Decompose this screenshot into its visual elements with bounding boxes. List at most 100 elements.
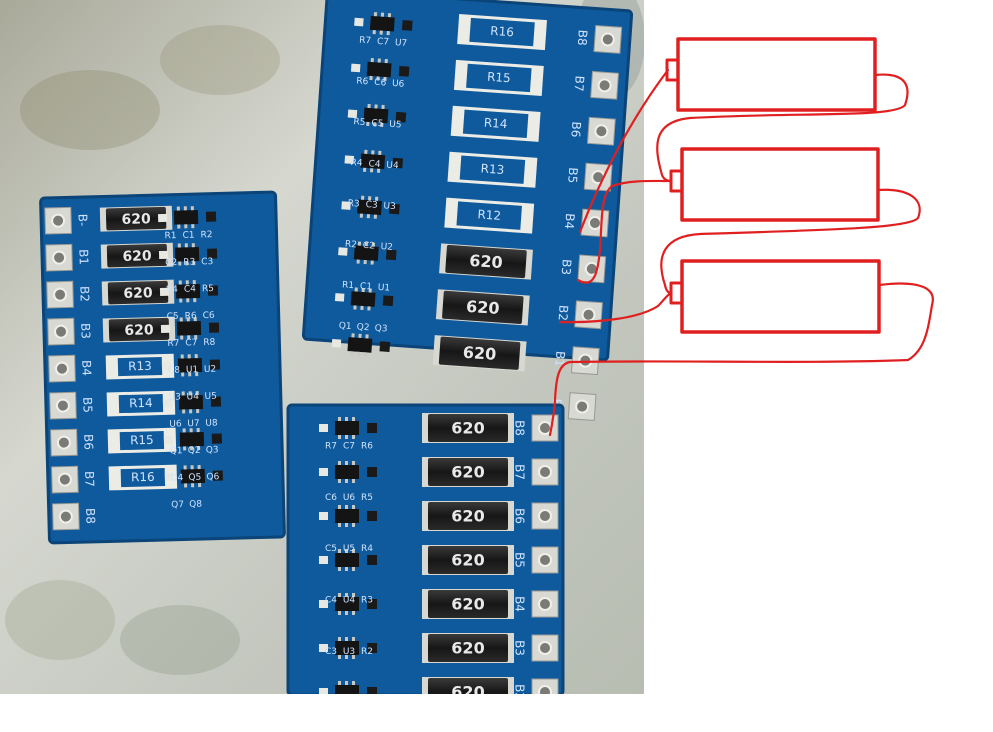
pad-hole	[57, 472, 72, 487]
ic-pin	[352, 523, 355, 527]
transistor	[209, 359, 221, 370]
pad-hole	[538, 597, 552, 611]
ic-pin	[376, 76, 380, 81]
ref-designator: R5	[353, 117, 366, 128]
resistor-body	[428, 502, 508, 530]
ic-chip	[319, 461, 377, 483]
ref-designator: U4	[343, 596, 356, 606]
ic-pin	[180, 354, 184, 359]
ic-pin	[196, 409, 200, 414]
resistor-value: 620	[451, 419, 484, 438]
ic-pin	[194, 335, 198, 340]
pad-hole	[538, 685, 552, 694]
resistor-value: 620	[124, 322, 154, 339]
ic-pin	[345, 681, 348, 685]
ref-designator: R1	[342, 280, 355, 291]
ic-pin	[179, 317, 183, 322]
ic-pin	[352, 655, 355, 659]
transistor	[367, 599, 377, 609]
battery-2-body	[680, 147, 880, 222]
pad-label: B2	[513, 684, 527, 694]
pad-hole	[56, 435, 71, 450]
resistor-value: 620	[451, 463, 484, 482]
resistor-value: 620	[462, 343, 497, 364]
smd-cap	[319, 512, 328, 520]
smd-cap	[319, 424, 328, 432]
ref-designator: C8	[168, 366, 181, 376]
ic-pin	[338, 479, 341, 483]
ic-pin	[356, 259, 360, 264]
ref-designator: U6	[392, 79, 405, 90]
ref-designator: C1	[182, 231, 194, 241]
ref-designator: R7	[359, 36, 372, 47]
resistor-value: 620	[451, 683, 484, 695]
ic-pin	[376, 168, 381, 173]
ic-pin	[370, 260, 374, 265]
ic-pin	[189, 428, 193, 433]
resistor-body	[105, 206, 167, 231]
pad-label: B7	[82, 471, 96, 487]
ref-designator: R7	[325, 442, 337, 452]
ic-pin	[378, 150, 382, 155]
resistor-body	[106, 243, 168, 268]
resistor-silkscreen: R14	[129, 396, 153, 411]
ref-designator: C7	[185, 338, 197, 348]
pad-label: B1	[552, 350, 567, 367]
ic-pin	[364, 352, 368, 357]
pad-hole	[538, 553, 552, 567]
ref-designator: R6	[361, 442, 373, 452]
wire-battery-2-to-3	[660, 188, 921, 295]
ic-pin	[366, 214, 371, 219]
pad-label: B3	[559, 259, 574, 276]
ic-body	[335, 509, 359, 523]
pad-label: B5	[513, 552, 527, 568]
ic-pin	[338, 417, 341, 421]
ic-pin	[184, 224, 188, 229]
smd-cap	[319, 644, 328, 652]
ic-pin	[187, 335, 191, 340]
resistor-footprint-inner	[466, 63, 532, 93]
ref-designator: R3	[361, 596, 373, 606]
ic-pin	[345, 417, 348, 421]
ic-chip	[319, 681, 377, 694]
ref-designator: R8	[203, 338, 216, 348]
transistor	[208, 322, 220, 333]
ic-pin	[359, 213, 364, 218]
ref-designator: R4	[166, 285, 179, 295]
resistor-footprint-inner	[462, 109, 529, 139]
smd-cap	[338, 247, 348, 256]
ic-pin	[361, 287, 365, 293]
ref-designator: C4	[325, 596, 337, 606]
pad-label: B5	[80, 397, 94, 413]
pad-hole	[597, 78, 612, 93]
ic-body	[335, 553, 359, 567]
pad-hole	[54, 361, 69, 376]
pad-label: B3	[78, 323, 92, 339]
ic-pin	[361, 195, 365, 200]
resistor-body	[428, 414, 508, 442]
ref-designator: R3	[183, 258, 195, 268]
ic-chip	[347, 103, 407, 127]
ref-designator: Q4	[170, 473, 183, 483]
resistor-silkscreen: R16	[131, 470, 155, 485]
resistor-body	[428, 546, 508, 574]
transistor	[367, 643, 377, 653]
ic-pin	[338, 637, 341, 641]
ic-pin	[338, 655, 341, 659]
ref-designator: R6	[185, 311, 198, 321]
ic-chip	[319, 549, 377, 571]
pad-label: B2	[77, 286, 91, 302]
ic-pin	[352, 549, 355, 553]
ic-pin	[193, 317, 197, 322]
resistor-silkscreen: R16	[490, 24, 515, 40]
ic-body	[174, 247, 200, 262]
transistor	[212, 470, 223, 481]
transistor	[401, 20, 413, 31]
ic-chip	[334, 287, 394, 311]
pad-hole	[55, 398, 70, 413]
resistor-footprint-inner	[119, 430, 165, 451]
ic-body	[180, 468, 206, 484]
pad-label: B8	[513, 420, 527, 436]
ic-pin	[195, 391, 199, 396]
ic-pin	[345, 479, 348, 483]
